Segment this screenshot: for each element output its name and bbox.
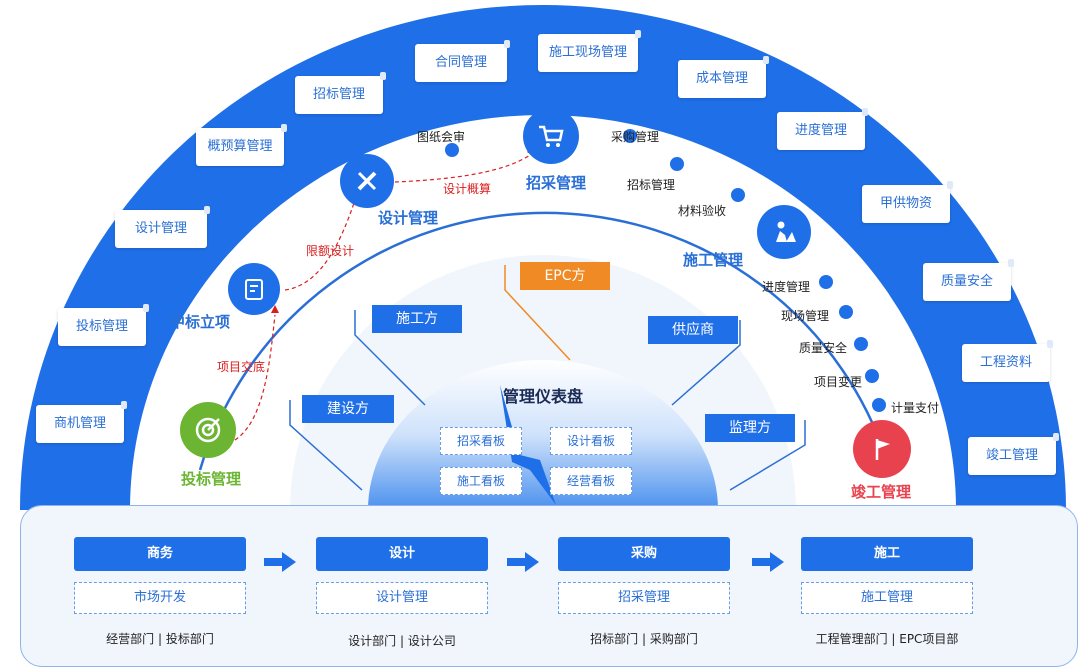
module-tag[interactable]: 投标管理 (58, 304, 149, 346)
module-label: 合同管理 (434, 55, 487, 70)
arc-label-change: 项目变更 (814, 375, 863, 389)
flow-head-construct[interactable]: 施工 (801, 537, 973, 571)
flow-dept-construct: 工程管理部门 | EPC项目部 (815, 632, 959, 646)
arc-label-progress: 进度管理 (762, 280, 811, 294)
module-label: 商机管理 (53, 416, 106, 431)
module-label: 设计管理 (134, 221, 187, 236)
module-tag[interactable]: 竣工管理 (968, 433, 1059, 475)
party-supplier[interactable]: 供应商 (648, 316, 738, 344)
dashboard-board[interactable]: 施工看板 (440, 467, 522, 495)
bid-node[interactable] (180, 402, 236, 458)
module-label: 工程资料 (979, 355, 1032, 370)
flow-sub-construct[interactable]: 施工管理 (801, 582, 973, 614)
module-tag[interactable]: 进度管理 (777, 108, 868, 150)
dashboard-title: 管理仪表盘 (502, 387, 583, 406)
worker-icon (776, 221, 796, 242)
stage-winning-label: 中标立项 (170, 313, 231, 331)
flow-head-design[interactable]: 设计 (316, 537, 488, 571)
module-label: 招标管理 (312, 87, 365, 102)
module-tag[interactable]: 施工现场管理 (538, 30, 641, 72)
procure-node[interactable] (523, 108, 579, 164)
party-epc[interactable]: EPC方 (520, 262, 610, 290)
module-label: 成本管理 (695, 71, 748, 86)
party-contractor[interactable]: 施工方 (372, 305, 462, 333)
stage-construct-label: 施工管理 (683, 251, 744, 269)
dashboard-board[interactable]: 招采看板 (440, 427, 522, 455)
flow-dept-design: 设计部门 | 设计公司 (348, 634, 456, 648)
complete-node[interactable] (853, 420, 911, 478)
dashboard-board[interactable]: 设计看板 (550, 427, 632, 455)
module-label: 施工现场管理 (548, 45, 627, 60)
dashboard-board[interactable]: 经营看板 (550, 467, 632, 495)
module-label: 质量安全 (940, 274, 993, 289)
arc-label-purchase: 采购管理 (611, 130, 660, 144)
target-icon (195, 417, 221, 443)
design-node[interactable] (340, 154, 394, 208)
arc-label-drawing-review: 图纸会审 (417, 130, 466, 144)
flag-icon (875, 439, 890, 460)
flow-head-procure[interactable]: 采购 (558, 537, 730, 571)
stage-design-label: 设计管理 (378, 209, 439, 227)
clipboard-icon (245, 279, 263, 300)
arc-label-quality: 质量安全 (799, 341, 848, 355)
red-label-quota-design: 限额设计 (306, 244, 355, 258)
arrow-right-icon (752, 552, 784, 572)
party-owner[interactable]: 建设方 (302, 395, 394, 423)
module-tag[interactable]: 商机管理 (36, 401, 127, 443)
module-label: 投标管理 (75, 319, 128, 334)
module-label: 进度管理 (794, 123, 847, 138)
cart-icon (539, 125, 564, 147)
red-label-design-budget: 设计概算 (443, 182, 492, 196)
arc-label-material: 材料验收 (678, 204, 727, 218)
module-tag[interactable]: 工程资料 (962, 340, 1053, 382)
winning-node[interactable] (228, 263, 280, 315)
module-label: 概预算管理 (207, 139, 273, 154)
arc-label-site: 现场管理 (781, 309, 830, 323)
stage-bid-label: 投标管理 (181, 470, 242, 488)
red-label-handover: 项目交底 (217, 360, 266, 374)
flow-sub-business[interactable]: 市场开发 (74, 582, 246, 614)
flow-sub-procure[interactable]: 招采管理 (558, 582, 730, 614)
module-tag[interactable]: 合同管理 (415, 40, 510, 82)
module-tag[interactable]: 质量安全 (923, 259, 1014, 301)
construct-node[interactable] (757, 205, 811, 259)
arc-label-tender: 招标管理 (627, 178, 676, 192)
arrow-right-icon (264, 552, 296, 572)
party-supervisor[interactable]: 监理方 (705, 414, 795, 442)
module-label: 甲供物资 (879, 196, 932, 211)
pencil-ruler-icon (357, 171, 377, 191)
module-label: 竣工管理 (985, 448, 1038, 463)
flow-head-business[interactable]: 商务 (74, 537, 246, 571)
module-tag[interactable]: 设计管理 (115, 206, 210, 248)
flow-dept-business: 经营部门 | 投标部门 (106, 632, 214, 646)
stage-complete-label: 竣工管理 (851, 483, 912, 501)
stage-procure-label: 招采管理 (526, 174, 587, 192)
flow-sub-design[interactable]: 设计管理 (316, 582, 488, 614)
module-tag[interactable]: 甲供物资 (862, 181, 953, 223)
arc-label-payment: 计量支付 (891, 401, 940, 415)
flow-dept-procure: 招标部门 | 采购部门 (590, 632, 698, 646)
arrow-right-icon (507, 552, 539, 572)
module-tag[interactable]: 成本管理 (678, 56, 769, 98)
module-tag[interactable]: 招标管理 (295, 72, 386, 114)
module-tag[interactable]: 概预算管理 (196, 124, 287, 166)
